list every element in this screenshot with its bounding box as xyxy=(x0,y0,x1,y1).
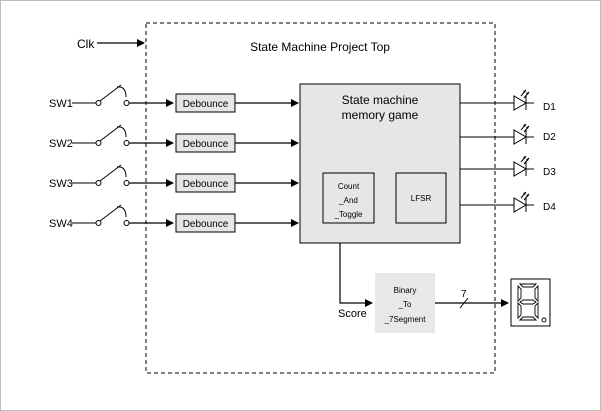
debounce-label: Debounce xyxy=(183,99,229,110)
switch-arc xyxy=(116,86,127,98)
bus-slash xyxy=(459,297,469,309)
debounce-label: Debounce xyxy=(183,219,229,230)
switch-row-3: SW3 xyxy=(49,164,174,190)
binary-to-7segment-block xyxy=(375,273,435,333)
diagram-title: State Machine Project Top xyxy=(250,40,390,54)
switch-contact xyxy=(123,180,130,186)
switch-lever xyxy=(99,124,122,142)
switch-contact xyxy=(123,100,130,106)
count-toggle-line2: _And xyxy=(338,196,358,205)
debounce-block-2: Debounce xyxy=(175,133,236,153)
switch-lever xyxy=(99,164,122,182)
led-diode-icon xyxy=(513,155,534,177)
count-toggle-line3: _Toggle xyxy=(333,210,363,219)
switch-row-1: SW1 xyxy=(49,84,174,110)
debounce-block-4: Debounce xyxy=(175,213,236,233)
switch-arc xyxy=(116,206,127,218)
switch-label-sw1: SW1 xyxy=(49,98,73,110)
switch-label-sw3: SW3 xyxy=(49,178,73,190)
binary-to-7seg-line3: _7Segment xyxy=(384,315,427,324)
switch-row-2: SW2 xyxy=(49,124,174,150)
switch-label-sw2: SW2 xyxy=(49,138,73,150)
score-label: Score xyxy=(338,308,367,320)
state-machine-label-line2: memory game xyxy=(342,108,419,122)
switch-contact xyxy=(95,220,102,226)
led-label-d1: D1 xyxy=(543,102,556,113)
binary-to-7seg-line1: Binary xyxy=(394,286,417,295)
switch-contact xyxy=(95,180,102,186)
switch-contact xyxy=(123,220,130,226)
led-diode-icon xyxy=(513,123,534,145)
led-label-d3: D3 xyxy=(543,167,556,178)
debounce-label: Debounce xyxy=(183,179,229,190)
debounce-label: Debounce xyxy=(183,139,229,150)
seven-segment-display-icon xyxy=(510,278,551,327)
count-toggle-line1: Count xyxy=(338,182,360,191)
switch-contact xyxy=(95,140,102,146)
lfsr-block xyxy=(395,172,447,224)
switch-arc xyxy=(116,166,127,178)
led-label-d4: D4 xyxy=(543,202,556,213)
binary-to-7seg-line2: _To xyxy=(398,300,412,309)
bus-width-label: 7 xyxy=(461,289,467,300)
count-and-toggle-block xyxy=(322,172,375,224)
switch-lever xyxy=(99,84,122,102)
lfsr-label: LFSR xyxy=(411,194,432,203)
switch-lever xyxy=(99,204,122,222)
clock-label: Clk xyxy=(77,37,95,51)
switch-label-sw4: SW4 xyxy=(49,218,73,230)
debounce-block-1: Debounce xyxy=(175,93,236,113)
debounce-block-3: Debounce xyxy=(175,173,236,193)
switch-contact xyxy=(123,140,130,146)
state-machine-label-line1: State machine xyxy=(342,93,419,107)
led-diode-icon xyxy=(513,89,534,111)
switch-row-4: SW4 xyxy=(49,204,174,230)
score-arrow xyxy=(339,243,373,307)
switch-arc xyxy=(116,126,127,138)
led-diode-icon xyxy=(513,191,534,213)
switch-contact xyxy=(95,100,102,106)
led-label-d2: D2 xyxy=(543,132,556,143)
